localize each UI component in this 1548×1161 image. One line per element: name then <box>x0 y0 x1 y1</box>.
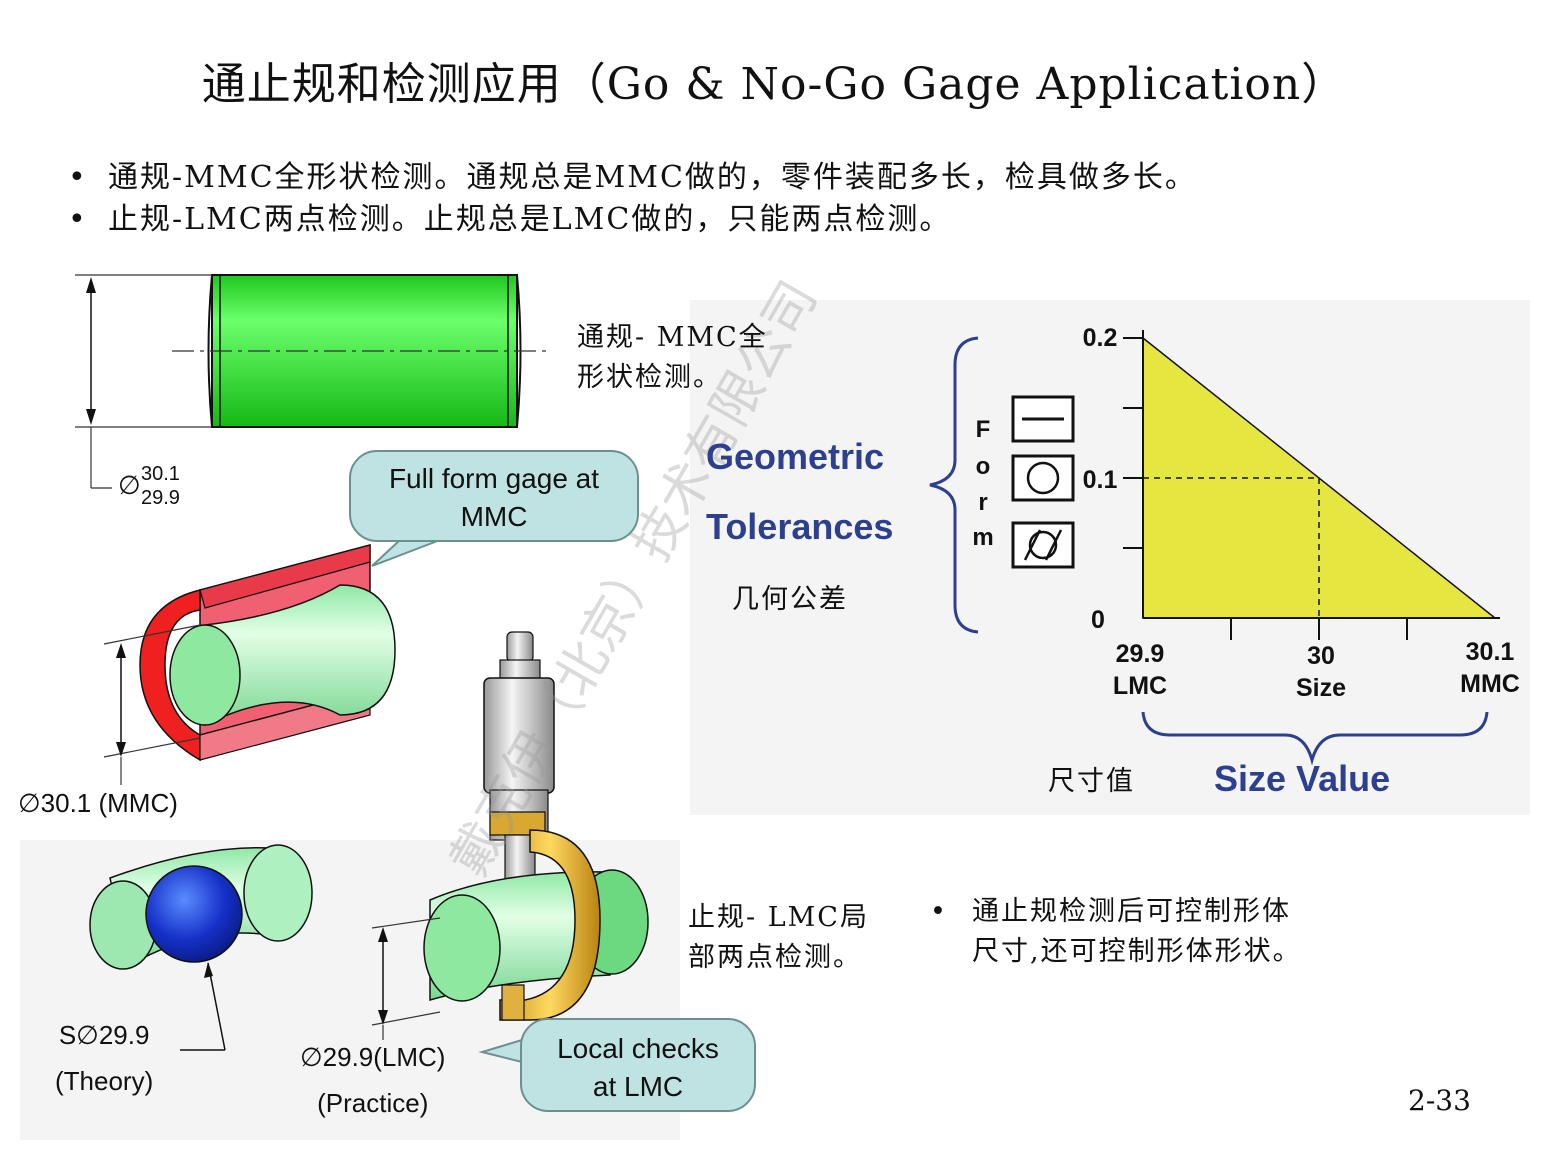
nogo-note: 止规- LMC局部两点检测。 <box>688 902 869 973</box>
lmc-dimension <box>371 917 441 1040</box>
y-tick-label-0: 0 <box>1091 606 1105 634</box>
tolerances-label: Tolerances <box>706 506 894 547</box>
page-title: 通止规和检测应用（Go & No-Go Gage Application） <box>201 59 1347 110</box>
sphere-check <box>89 844 313 1051</box>
dim-top-symbol: ∅ <box>118 470 141 500</box>
bullet-go: •通规-MMC全形状检测。通规总是MMC做的，零件装配多长，检具做多长。 <box>68 160 1197 195</box>
form-letter-o: o <box>975 453 991 480</box>
size-form-chart <box>1123 330 1500 640</box>
bullet-nogo: •止规-LMC两点检测。止规总是LMC做的，只能两点检测。 <box>68 202 952 237</box>
circularity-icon <box>1011 454 1075 502</box>
size-brace <box>1141 711 1489 766</box>
full-form-gage <box>139 544 396 762</box>
size-value-cn: 尺寸值 <box>1048 766 1135 797</box>
callout-full-tail <box>371 539 441 567</box>
form-letter-f: F <box>975 416 991 443</box>
y-tick-label-0.1: 0.1 <box>1082 466 1118 494</box>
label-theory: S∅29.9(Theory) <box>55 1020 154 1096</box>
straightness-icon <box>1011 395 1075 443</box>
form-letter-r: r <box>978 489 988 516</box>
local-check-gage <box>423 631 649 1021</box>
geometric-cn-label: 几何公差 <box>732 584 848 615</box>
y-tick-label-0.2: 0.2 <box>1082 324 1118 352</box>
go-note: 通规- MMC全形状检测。 <box>577 322 768 393</box>
mmc-dimension <box>103 624 201 785</box>
form-letter-m: m <box>972 524 994 551</box>
top-dimension <box>75 274 212 489</box>
page-number: 2-33 <box>1408 1084 1471 1117</box>
size-value-label: Size Value <box>1214 758 1391 799</box>
label-practice: ∅29.9(LMC)(Practice) <box>300 1042 446 1118</box>
geometric-label: Geometric <box>706 436 885 477</box>
cylindricity-icon <box>1011 521 1075 569</box>
form-brace <box>929 336 979 634</box>
go-gage-cylinder <box>172 274 552 428</box>
label-mmc: ∅30.1 (MMC) <box>18 788 178 818</box>
summary-bullet: •通止规检测后可控制形体 尺寸,还可控制形体形状。 <box>930 896 1302 967</box>
